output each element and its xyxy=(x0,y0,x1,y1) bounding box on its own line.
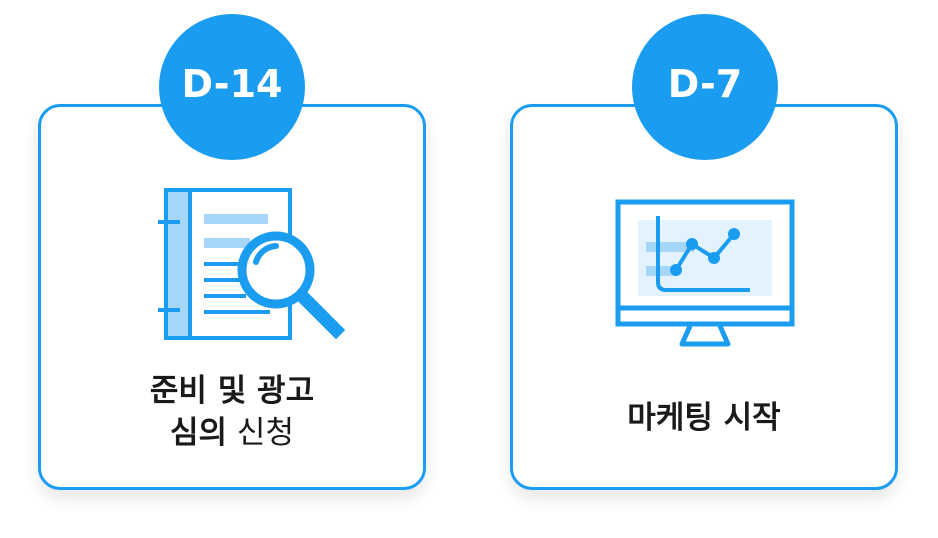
caption-line-2: 심의 신청 xyxy=(38,412,426,454)
monitor-chart-icon xyxy=(615,199,795,347)
d-day-badge-d14: D-14 xyxy=(159,14,305,160)
d-day-badge-d7: D-7 xyxy=(632,14,778,160)
caption-line-2-bold: 심의 xyxy=(170,415,228,451)
caption-line-1: 준비 및 광고 xyxy=(149,373,315,409)
step-caption-d7: 마케팅 시작 xyxy=(627,400,781,436)
document-search-icon xyxy=(158,188,346,340)
step-caption-d14: 준비 및 광고 심의 신청 xyxy=(38,370,426,454)
caption-line-2-normal: 신청 xyxy=(236,415,294,451)
